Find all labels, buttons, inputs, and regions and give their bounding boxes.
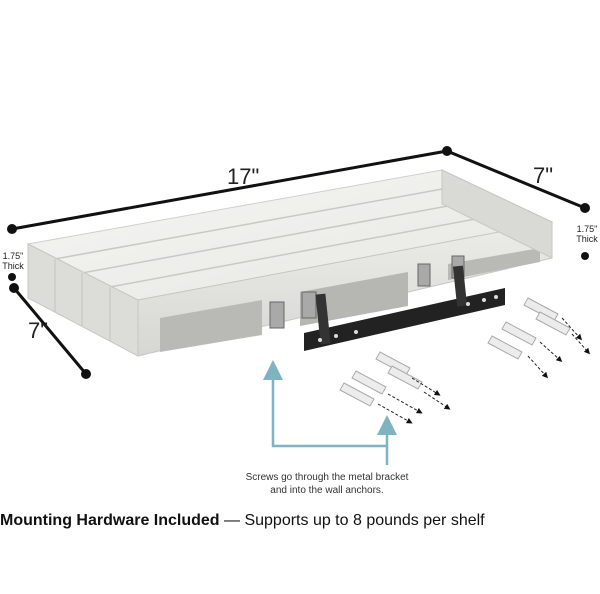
wall-anchor-set-right bbox=[487, 297, 571, 360]
depth-right-dimension-label: 7" bbox=[533, 163, 554, 188]
callout-lines bbox=[263, 360, 397, 465]
footer-detail: Supports up to 8 pounds per shelf bbox=[244, 512, 485, 529]
callout-caption: Screws go through the metal bracket and … bbox=[222, 471, 432, 497]
footer-text: Mounting Hardware Included — Supports up… bbox=[0, 512, 600, 530]
thickness-left-unit: Thick bbox=[2, 261, 24, 271]
thickness-left-label: 1.75" Thick bbox=[0, 251, 26, 271]
floating-shelf bbox=[26, 169, 554, 357]
installation-guide-arrows bbox=[377, 317, 590, 424]
footer-separator: — bbox=[219, 512, 245, 529]
thickness-right-label: 1.75" Thick bbox=[574, 224, 600, 244]
footer-title: Mounting Hardware Included bbox=[0, 512, 220, 529]
dimension-lines bbox=[7, 146, 590, 379]
metal-wall-bracket bbox=[304, 265, 505, 351]
callout-line-2: and into the wall anchors. bbox=[270, 485, 384, 496]
callout-line-1: Screws go through the metal bracket bbox=[245, 472, 409, 483]
depth-left-dimension-label: 7" bbox=[28, 318, 49, 343]
length-dimension-label: 17" bbox=[227, 164, 260, 189]
thickness-left-value: 1.75" bbox=[2, 251, 24, 261]
thickness-right-value: 1.75" bbox=[576, 224, 598, 234]
thickness-right-unit: Thick bbox=[576, 234, 598, 244]
wall-anchor-set-left bbox=[339, 351, 423, 407]
